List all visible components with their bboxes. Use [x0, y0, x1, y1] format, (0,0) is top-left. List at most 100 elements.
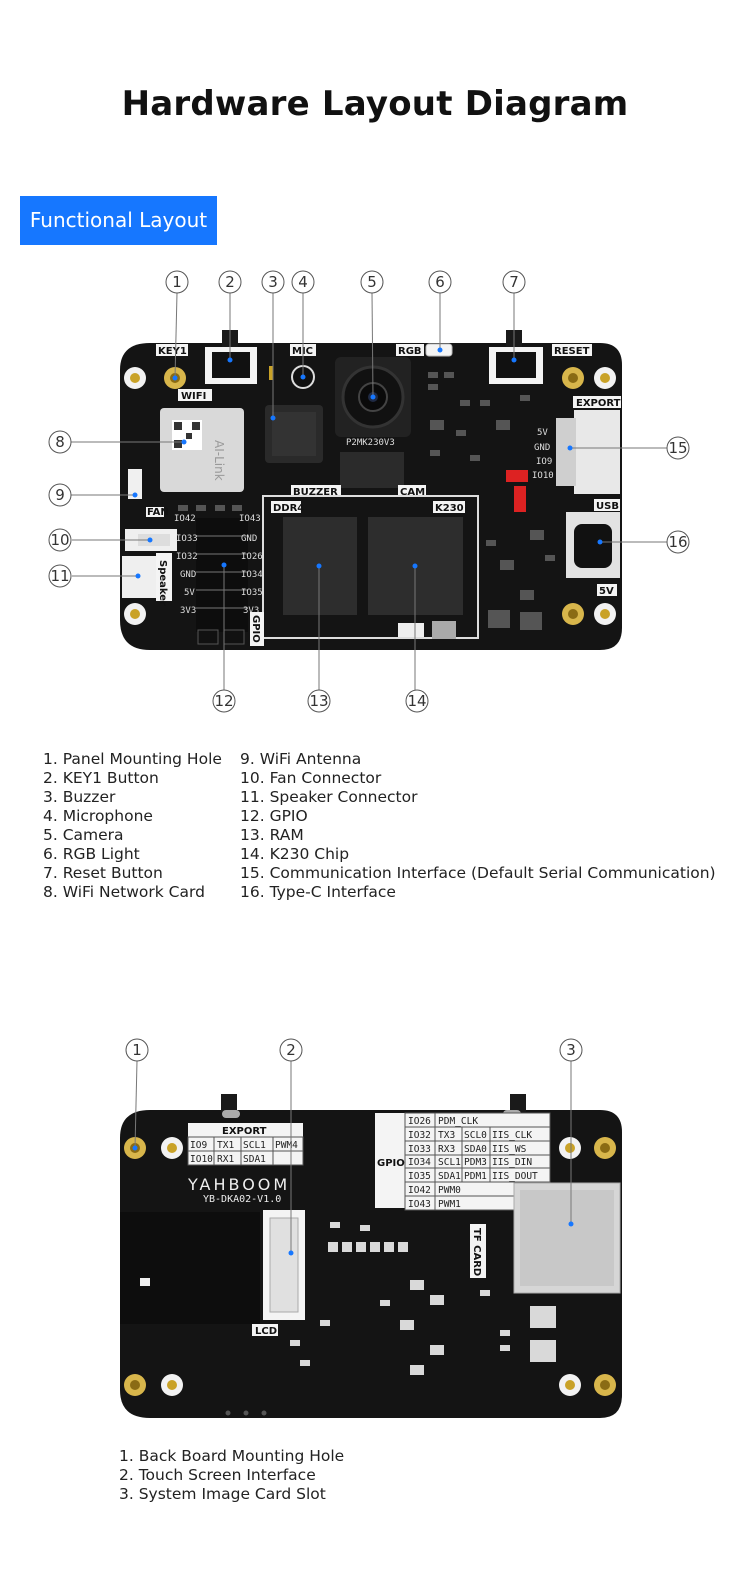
gpio-cell: IIS_DOUT: [492, 1171, 538, 1182]
back-label-gpio: GPIO: [377, 1158, 405, 1169]
export-cell: IO9: [190, 1140, 207, 1151]
back-callout-3: 3: [566, 1041, 576, 1059]
camera-module: P2MK230V3: [335, 357, 411, 488]
camera-module-text: P2MK230V3: [346, 438, 395, 448]
callout-5: 5: [367, 273, 377, 291]
callout-16: 16: [668, 533, 687, 551]
back-export-table: EXPORT IO9 TX1 SCL1 PWM4 IO10 RX1 SDA1: [187, 1123, 304, 1166]
export-connector: EXPORT 5V GND IO9 IO10: [532, 396, 621, 494]
lcd-connector: LCD: [120, 1210, 305, 1337]
section-label: Functional Layout: [20, 196, 217, 245]
export-cell: PWM4: [275, 1140, 298, 1151]
legend-item: 12. GPIO: [240, 807, 308, 825]
key1-button: [205, 330, 257, 384]
gpio-cell: TX3: [438, 1130, 455, 1141]
back-label-export: EXPORT: [222, 1126, 267, 1137]
legend-item: 1. Back Board Mounting Hole: [119, 1447, 345, 1465]
gpio-cell: IO43: [408, 1199, 431, 1210]
gpio-left-pin-2: IO33: [176, 534, 198, 544]
export-pin-4: IO10: [532, 471, 554, 481]
gpio-right-pin-6: 3V3: [243, 606, 259, 616]
front-callout-lines: [71, 292, 667, 690]
fan-connector: FAN: [125, 507, 177, 551]
back-legend: 1. Back Board Mounting Hole 2. Touch Scr…: [119, 1447, 344, 1504]
callout-6: 6: [435, 273, 445, 291]
callout-14: 14: [407, 692, 426, 710]
wifi-antenna: [128, 469, 142, 499]
front-callout-dots: [132, 347, 603, 579]
mounting-holes: [124, 367, 616, 625]
label-reset: RESET: [554, 346, 590, 357]
gpio-cell: IIS_DIN: [492, 1157, 532, 1168]
brand-logo: YAHBOOM: [187, 1175, 290, 1194]
legend-item: 6. RGB Light: [43, 845, 140, 863]
smd-components: [178, 372, 555, 630]
gpio-left-pin-5: 5V: [184, 588, 195, 598]
back-smd-components: [290, 1222, 556, 1375]
export-pin-1: 5V: [537, 428, 548, 438]
gpio-cell: PDM1: [464, 1171, 487, 1182]
legend-item: 1. Panel Mounting Hole: [43, 750, 222, 768]
label-rgb: RGB: [398, 346, 422, 357]
back-callout-1: 1: [132, 1041, 142, 1059]
gpio-right-pin-5: IO35: [241, 588, 263, 598]
legend-item: 4. Microphone: [43, 807, 153, 825]
legend-item: 7. Reset Button: [43, 864, 163, 882]
label-5v: 5V: [599, 586, 614, 597]
gpio-cell: RX3: [438, 1144, 455, 1155]
export-cell: TX1: [217, 1140, 234, 1151]
gpio-left-pin-6: 3V3: [180, 606, 196, 616]
back-board-diagram: EXPORT IO9 TX1 SCL1 PWM4 IO10 RX1 SDA1 Y…: [120, 1038, 622, 1418]
label-k230: K230: [435, 503, 464, 514]
legend-item: 2. Touch Screen Interface: [119, 1466, 316, 1484]
callout-2: 2: [225, 273, 235, 291]
front-legend-right: 9. WiFi Antenna 10. Fan Connector 11. Sp…: [240, 750, 716, 902]
gpio-right-pin-1: IO43: [239, 514, 261, 524]
callout-10: 10: [50, 531, 69, 549]
legend-item: 14. K230 Chip: [240, 845, 350, 863]
front-legend-left: 1. Panel Mounting Hole 2. KEY1 Button 3.…: [43, 750, 222, 902]
gpio-cell: SDA1: [438, 1171, 461, 1182]
page-title: Hardware Layout Diagram: [121, 84, 629, 124]
gpio-cell: IO42: [408, 1185, 431, 1196]
legend-item: 16. Type-C Interface: [240, 883, 396, 901]
gpio-cell: IIS_CLK: [492, 1130, 532, 1141]
gpio-cell: IO34: [408, 1157, 431, 1168]
gpio-right-pin-2: GND: [241, 534, 257, 544]
back-label-tf: TF CARD: [471, 1228, 482, 1276]
front-board-diagram: KEY1 WIFI MIC RGB RESET P2MK230V3 AI-Lin…: [48, 270, 690, 713]
export-pin-3: IO9: [536, 457, 552, 467]
callout-1: 1: [172, 273, 182, 291]
label-cam: CAM: [400, 487, 425, 498]
reset-button: [489, 330, 543, 384]
gpio-cell: PWM1: [438, 1199, 461, 1210]
back-label-lcd: LCD: [255, 1326, 277, 1337]
wifi-module: AI-Link: [160, 408, 244, 492]
gpio-left-pin-1: IO42: [174, 514, 196, 524]
legend-item: 10. Fan Connector: [240, 769, 382, 787]
callout-15: 15: [668, 439, 687, 457]
callout-9: 9: [55, 486, 65, 504]
gpio-right-pin-4: IO34: [241, 570, 263, 580]
usb-type-c: USB 5V: [566, 499, 620, 597]
label-export: EXPORT: [576, 398, 621, 409]
label-gpio: GPIO: [250, 615, 261, 643]
tf-card-slot: TF CARD: [470, 1182, 621, 1294]
export-pin-2: GND: [534, 443, 550, 453]
export-cell: RX1: [217, 1154, 234, 1165]
legend-item: 3. Buzzer: [43, 788, 116, 806]
callout-4: 4: [298, 273, 308, 291]
legend-item: 9. WiFi Antenna: [240, 750, 362, 768]
legend-item: 15. Communication Interface (Default Ser…: [240, 864, 716, 882]
gpio-cell: IO33: [408, 1144, 431, 1155]
legend-item: 3. System Image Card Slot: [119, 1485, 326, 1503]
callout-11: 11: [50, 567, 69, 585]
callout-13: 13: [309, 692, 328, 710]
buzzer: [265, 405, 323, 463]
gpio-cell: IIS_WS: [492, 1144, 527, 1155]
gpio-cell: PDM3: [464, 1157, 487, 1168]
gpio-cell: PDM_CLK: [438, 1116, 478, 1127]
label-ddr4: DDR4: [273, 503, 304, 514]
label-key1: KEY1: [158, 346, 187, 357]
gpio-right-pin-3: IO26: [241, 552, 263, 562]
